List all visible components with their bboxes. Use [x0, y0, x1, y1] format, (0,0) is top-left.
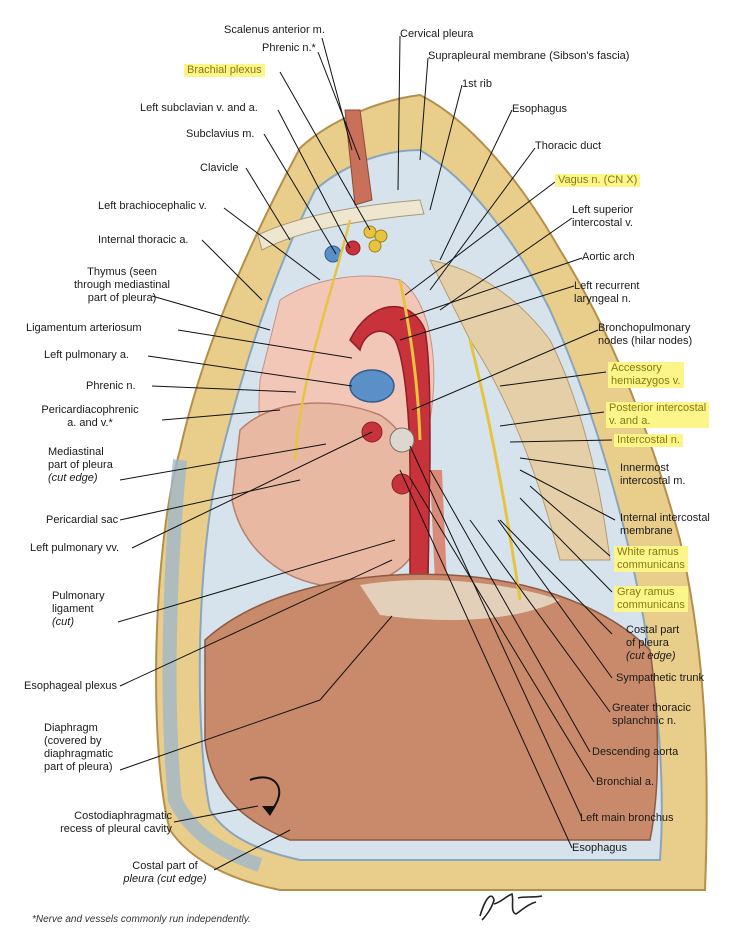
label-diaphragm: Diaphragm (covered by diaphragmatic part… [44, 722, 114, 773]
label-left-main-bronchus: Left main bronchus [580, 812, 674, 824]
recess-arrowhead [262, 806, 276, 816]
label-left-superior-intercostal: Left superior intercostal v. [572, 204, 634, 229]
label-costal-pleura-right: Costal part of pleura [626, 624, 680, 649]
diaphragm-shape [204, 573, 659, 841]
artist-signature [479, 892, 543, 921]
label-pericardiacophrenic: Pericardiacophrenic a. and v.* [41, 404, 139, 429]
posterior-thoracic-wall [429, 259, 611, 561]
pulmonary-artery-shape [349, 369, 395, 403]
pulmonary-vein-lower [391, 473, 413, 495]
label-left-subclavian: Left subclavian v. and a. [140, 102, 258, 114]
label-left-brachiocephalic: Left brachiocephalic v. [98, 200, 207, 212]
label-ligamentum-arteriosum: Ligamentum arteriosum [26, 322, 142, 334]
label-bronchial-artery: Bronchial a. [596, 776, 655, 788]
costal-pleura-edge-left [162, 459, 263, 872]
label-descending-aorta: Descending aorta [592, 746, 679, 758]
label-posterior-intercostal: Posterior intercostal v. and a. [606, 402, 710, 428]
label-vagus-nerve: Vagus n. (CN X) [555, 174, 641, 187]
clavicle-shape [257, 199, 425, 251]
label-internal-intercostal-membrane: Internal intercostal membrane [620, 512, 710, 537]
label-internal-thoracic: Internal thoracic a. [98, 234, 189, 246]
label-sympathetic-trunk: Sympathetic trunk [616, 672, 705, 684]
label-aortic-arch: Aortic arch [582, 251, 635, 263]
label-costal-pleura-bottom-cut: pleura (cut edge) [123, 873, 207, 885]
label-accessory-hemiazygos: Accessory hemiazygos v. [608, 362, 684, 388]
footnote: *Nerve and vessels commonly run independ… [32, 914, 251, 925]
label-left-pulmonary-artery: Left pulmonary a. [44, 349, 129, 361]
label-costal-pleura-bottom: Costal part of [132, 860, 198, 872]
label-thymus: Thymus (seen through mediastinal part of… [73, 266, 170, 304]
label-phrenic-nerve: Phrenic n. [86, 380, 136, 392]
label-costodiaphragmatic-recess: Costodiaphragmatic recess of pleural cav… [60, 810, 172, 835]
label-innermost-intercostal: Innermost intercostal m. [620, 462, 686, 487]
label-left-recurrent-laryngeal: Left recurrent laryngeal n. [574, 280, 640, 305]
recess-arrow [249, 776, 281, 813]
vagus-nerve-shape [398, 279, 422, 441]
label-intercostal-nerve: Intercostal n. [614, 434, 683, 447]
label-pulmonary-ligament-cut: (cut) [52, 616, 74, 628]
label-phrenic-top: Phrenic n.* [262, 42, 316, 54]
label-scalenus-anterior: Scalenus anterior m. [224, 24, 325, 36]
label-left-pulmonary-veins: Left pulmonary vv. [30, 542, 120, 554]
label-clavicle: Clavicle [200, 162, 239, 174]
bronchus-shape [389, 427, 415, 453]
label-mediastinal-pleura-cut: (cut edge) [48, 472, 98, 484]
label-esophagus-top: Esophagus [512, 103, 568, 115]
label-first-rib: 1st rib [462, 78, 492, 90]
label-thoracic-duct: Thoracic duct [535, 140, 602, 152]
sympathetic-trunk-shape [468, 339, 522, 601]
esophagus-shape [430, 470, 448, 600]
label-subclavius: Subclavius m. [186, 128, 255, 140]
label-bronchopulmonary-nodes: Bronchopulmonary nodes (hilar nodes) [598, 322, 693, 347]
subclavian-artery-shape [345, 240, 361, 256]
label-greater-splanchnic: Greater thoracic splanchnic n. [612, 702, 691, 727]
label-brachial-plexus: Brachial plexus [184, 64, 265, 77]
label-gray-ramus: Gray ramus communicans [614, 586, 688, 612]
label-pulmonary-ligament: Pulmonary ligament [52, 590, 105, 615]
leader-lines [117, 35, 616, 871]
label-costal-pleura-right-cut: (cut edge) [626, 650, 676, 662]
phrenic-nerve-shape [293, 219, 352, 461]
label-pericardial-sac: Pericardial sac [46, 514, 119, 526]
label-mediastinal-pleura: Mediastinal part of pleura [48, 446, 113, 471]
label-white-ramus: White ramus communicans [614, 546, 688, 572]
label-cervical-pleura: Cervical pleura [400, 28, 474, 40]
label-esophagus-bottom: Esophagus [572, 842, 628, 854]
label-esophageal-plexus: Esophageal plexus [24, 680, 117, 692]
label-suprapleural-membrane: Suprapleural membrane (Sibson's fascia) [428, 50, 630, 62]
brachial-plexus-shape [363, 225, 388, 253]
